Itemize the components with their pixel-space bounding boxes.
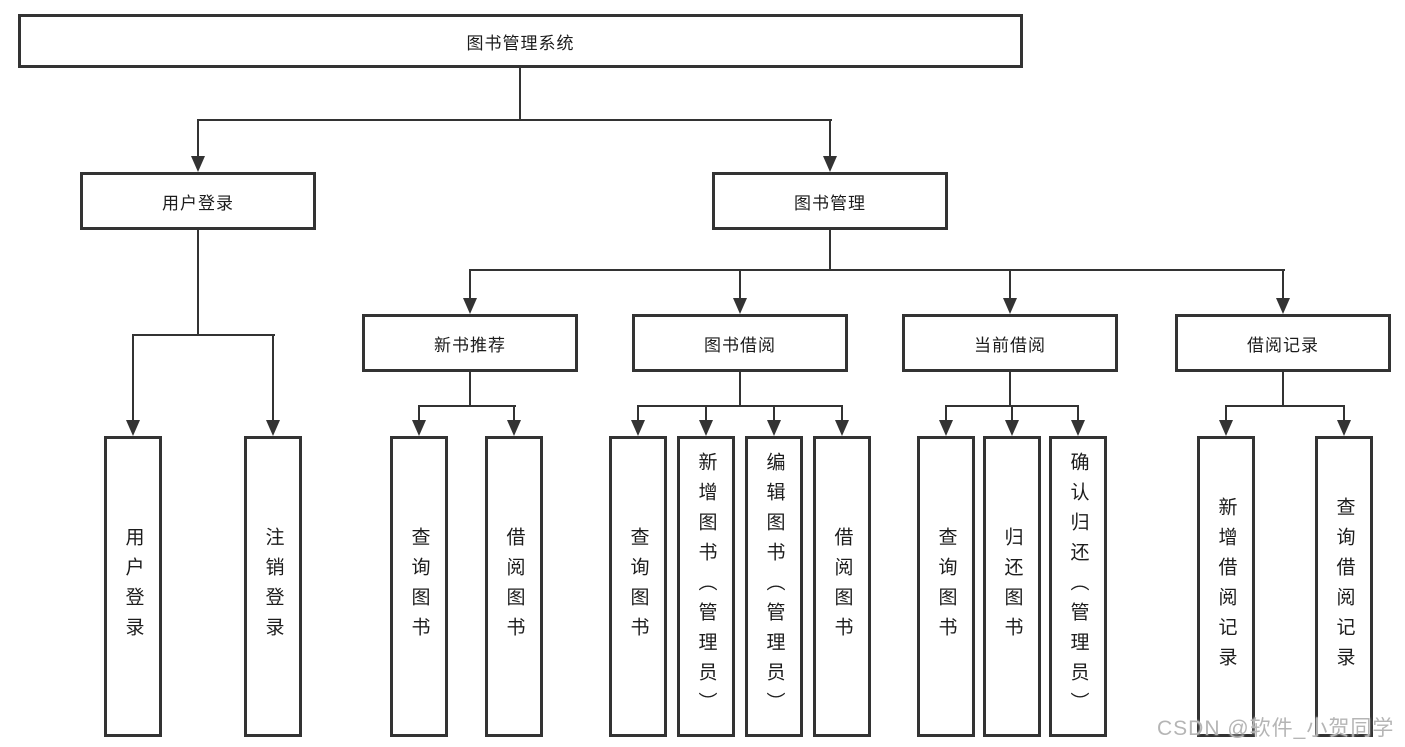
node-book-management: 图书管理 — [712, 172, 948, 230]
leaf-query-books-3: 查询图书 — [917, 436, 975, 737]
leaf-query-books: 查询图书 — [390, 436, 448, 737]
leaf-query-books-2: 查询图书 — [609, 436, 667, 737]
node-new-book-recommend: 新书推荐 — [362, 314, 578, 372]
arrowhead-down-icon — [823, 156, 837, 172]
connector-line — [418, 405, 420, 422]
arrowhead-down-icon — [191, 156, 205, 172]
leaf-query-borrow-record: 查询借阅记录 — [1315, 436, 1373, 737]
arrowhead-down-icon — [463, 298, 477, 314]
csdn-watermark: CSDN @软件_小贺同学 — [1157, 717, 1395, 740]
arrowhead-down-icon — [699, 420, 713, 436]
leaf-label: 借阅图书 — [503, 526, 525, 647]
leaf-label: 查询借阅记录 — [1333, 496, 1355, 677]
leaf-label: 借阅图书 — [831, 526, 853, 647]
connector-line — [1009, 269, 1011, 300]
connector-line — [773, 405, 775, 422]
leaf-edit-books-admin: 编辑图书（管理员） — [745, 436, 803, 737]
leaf-label: 确认归还（管理员） — [1067, 451, 1089, 722]
node-current-borrow: 当前借阅 — [902, 314, 1118, 372]
node-library-system: 图书管理系统 — [18, 14, 1023, 68]
leaf-label: 查询图书 — [935, 526, 957, 647]
arrowhead-down-icon — [631, 420, 645, 436]
connector-line — [132, 334, 275, 336]
arrowhead-down-icon — [733, 298, 747, 314]
connector-line — [739, 372, 741, 407]
leaf-label: 查询图书 — [627, 526, 649, 647]
leaf-borrow-books: 借阅图书 — [485, 436, 543, 737]
node-user-login: 用户登录 — [80, 172, 316, 230]
connector-line — [519, 68, 521, 120]
leaf-label: 编辑图书（管理员） — [763, 451, 785, 722]
arrowhead-down-icon — [266, 420, 280, 436]
connector-line — [197, 119, 199, 159]
connector-line — [469, 372, 471, 407]
connector-line — [1225, 405, 1345, 407]
connector-line — [132, 334, 134, 422]
leaf-label: 注销登录 — [262, 526, 284, 647]
connector-line — [1225, 405, 1227, 422]
connector-line — [945, 405, 947, 422]
connector-line — [1282, 269, 1284, 300]
connector-line — [1343, 405, 1345, 422]
leaf-label: 新增图书（管理员） — [695, 451, 717, 722]
leaf-borrow-books-2: 借阅图书 — [813, 436, 871, 737]
leaf-logout: 注销登录 — [244, 436, 302, 737]
leaf-add-books-admin: 新增图书（管理员） — [677, 436, 735, 737]
connector-line — [1009, 372, 1011, 407]
connector-line — [739, 269, 741, 300]
arrowhead-down-icon — [1071, 420, 1085, 436]
connector-line — [1077, 405, 1079, 422]
connector-line — [705, 405, 707, 422]
node-book-borrow: 图书借阅 — [632, 314, 848, 372]
leaf-user-login: 用户登录 — [104, 436, 162, 737]
arrowhead-down-icon — [835, 420, 849, 436]
arrowhead-down-icon — [1003, 298, 1017, 314]
connector-line — [637, 405, 843, 407]
arrowhead-down-icon — [1276, 298, 1290, 314]
connector-line — [829, 119, 831, 159]
connector-line — [197, 119, 832, 121]
connector-line — [637, 405, 639, 422]
connector-line — [1011, 405, 1013, 422]
connector-line — [829, 230, 831, 271]
connector-line — [272, 334, 274, 422]
leaf-label: 归还图书 — [1001, 526, 1023, 647]
leaf-confirm-return-admin: 确认归还（管理员） — [1049, 436, 1107, 737]
leaf-label: 新增借阅记录 — [1215, 496, 1237, 677]
connector-line — [469, 269, 1285, 271]
connector-line — [513, 405, 515, 422]
arrowhead-down-icon — [126, 420, 140, 436]
arrowhead-down-icon — [1337, 420, 1351, 436]
connector-line — [469, 269, 471, 300]
arrowhead-down-icon — [507, 420, 521, 436]
leaf-label: 查询图书 — [408, 526, 430, 647]
leaf-return-books: 归还图书 — [983, 436, 1041, 737]
arrowhead-down-icon — [1005, 420, 1019, 436]
arrowhead-down-icon — [767, 420, 781, 436]
connector-line — [197, 230, 199, 336]
node-borrow-records: 借阅记录 — [1175, 314, 1391, 372]
arrowhead-down-icon — [412, 420, 426, 436]
leaf-label: 用户登录 — [122, 526, 144, 647]
connector-line — [418, 405, 516, 407]
connector-line — [1282, 372, 1284, 407]
leaf-add-borrow-record: 新增借阅记录 — [1197, 436, 1255, 737]
arrowhead-down-icon — [939, 420, 953, 436]
arrowhead-down-icon — [1219, 420, 1233, 436]
connector-line — [841, 405, 843, 422]
